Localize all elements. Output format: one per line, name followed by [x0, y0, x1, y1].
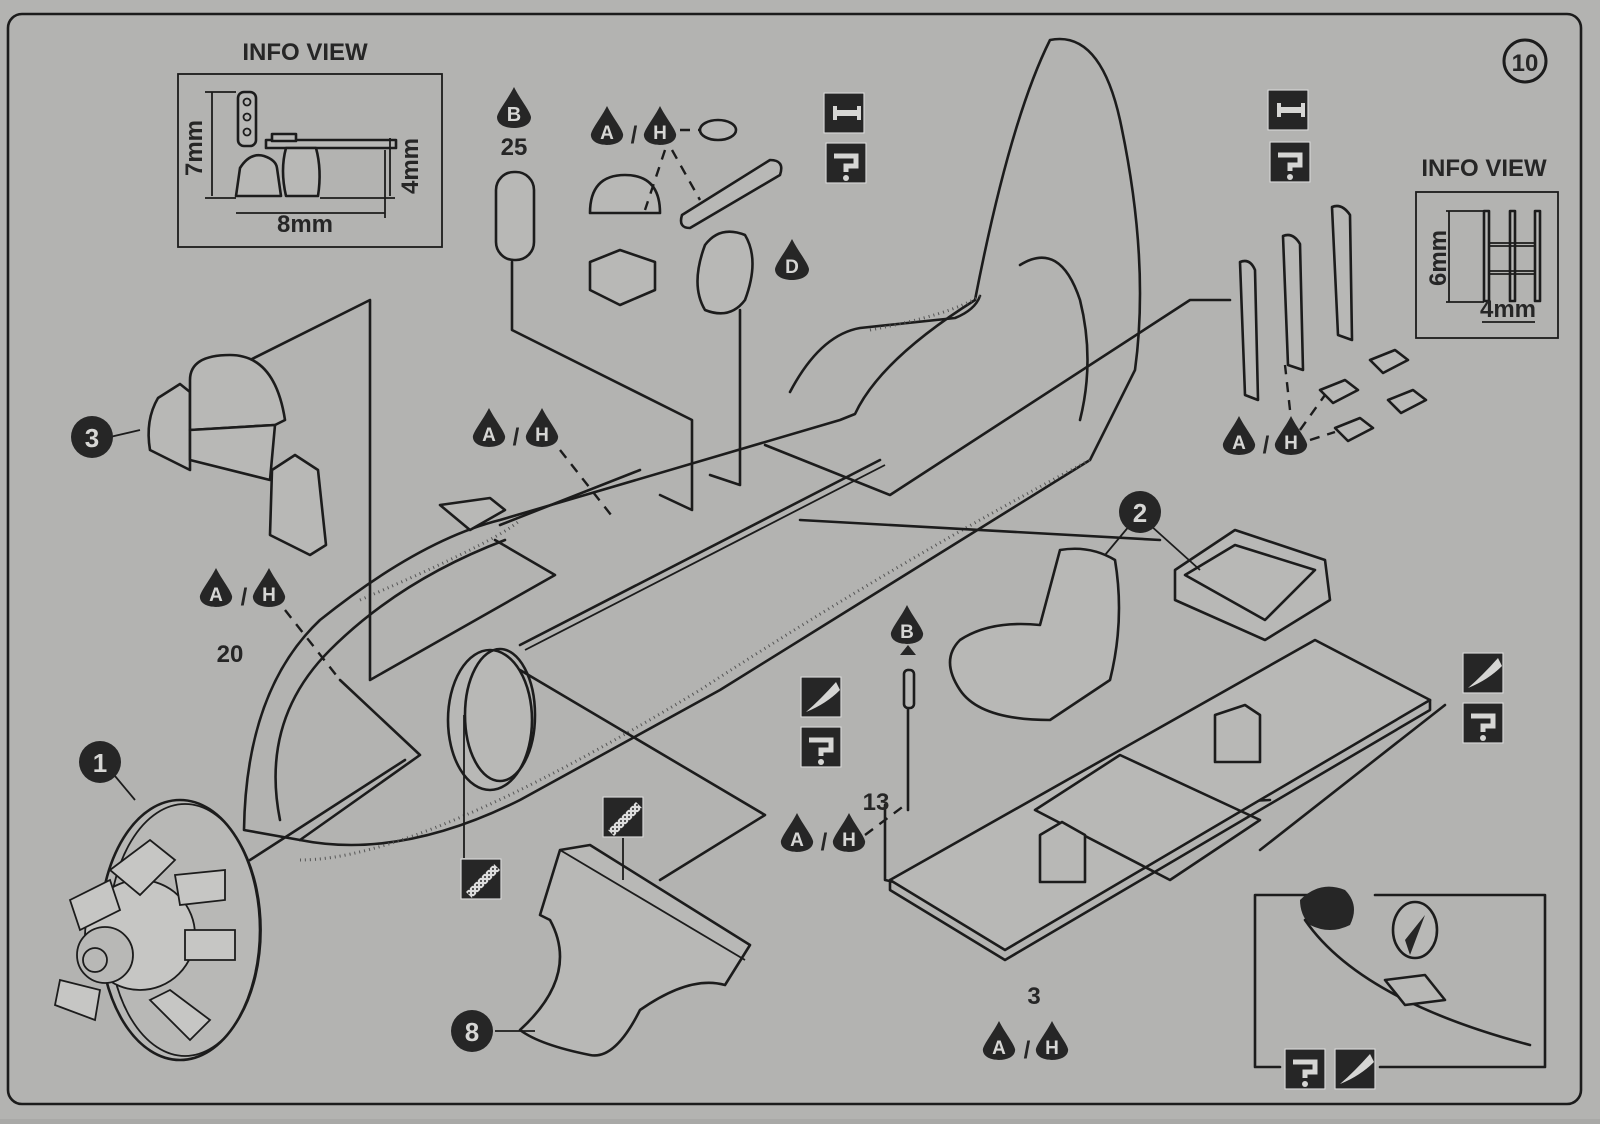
- step-number-badge: 10: [1502, 38, 1548, 84]
- callout-3: 3: [71, 416, 141, 458]
- marker-letter: A: [209, 585, 223, 606]
- hobby-knife-icon: [800, 676, 842, 718]
- sanding-block-icon: [1267, 89, 1309, 131]
- marker-letter: A: [992, 1038, 1006, 1059]
- marker-separator: /: [631, 122, 638, 149]
- step-number: 10: [1512, 50, 1539, 77]
- marker-letter: A: [1232, 433, 1246, 454]
- info-view-1: INFO VIEW 7mm 4mm 8mm: [177, 39, 443, 248]
- marker-letter: H: [262, 585, 276, 606]
- detail-inset: [1253, 886, 1547, 1069]
- info-view-title: INFO VIEW: [242, 39, 368, 66]
- glue-question-icon: [1269, 141, 1311, 183]
- cockpit-floor: [888, 638, 1432, 962]
- small-parts-top: [494, 118, 1428, 443]
- seat-parts: [900, 528, 1332, 884]
- marker-letter: H: [1284, 433, 1298, 454]
- part-number: 25: [501, 134, 528, 161]
- marker-separator: /: [1024, 1037, 1031, 1064]
- callout-label: 3: [85, 423, 99, 453]
- callout-8: 8: [451, 1010, 535, 1052]
- marker-separator: /: [513, 424, 520, 451]
- dimension-7mm: 7mm: [181, 120, 208, 176]
- marker-separator: /: [1263, 432, 1270, 459]
- photo-etch-icon: [602, 796, 644, 880]
- part-number: 20: [217, 641, 244, 668]
- part-number: 3: [1027, 983, 1040, 1010]
- marker-d: D: [775, 239, 809, 280]
- marker-a-h-right: A / H: [1222, 364, 1336, 459]
- marker-separator: /: [241, 584, 248, 611]
- marker-letter: B: [900, 622, 914, 643]
- marker-letter: H: [535, 425, 549, 446]
- marker-a-h-mid: A / H: [472, 408, 616, 521]
- marker-a-h-top: A / H: [590, 106, 702, 211]
- instrument-panel-part: [147, 353, 328, 557]
- marker-separator: /: [821, 829, 828, 856]
- marker-b-rod: B: [890, 605, 924, 644]
- marker-a-h-3: 3 A / H: [982, 983, 1069, 1064]
- dimension-4mm: 4mm: [1480, 296, 1536, 323]
- dimension-6mm: 6mm: [1425, 230, 1452, 286]
- glue-question-icon: [800, 726, 842, 768]
- callout-label: 8: [465, 1017, 479, 1047]
- marker-letter: A: [790, 830, 804, 851]
- callout-2: 2: [1104, 491, 1201, 571]
- cowling-part: [518, 843, 752, 1057]
- marker-letter: H: [1045, 1038, 1059, 1059]
- marker-letter: B: [507, 104, 521, 126]
- hobby-knife-icon: [1334, 1048, 1376, 1090]
- callout-1: 1: [79, 741, 136, 801]
- glue-question-icon: [1284, 1048, 1326, 1090]
- callout-label: 2: [1133, 498, 1147, 528]
- info-view-title: INFO VIEW: [1421, 155, 1547, 182]
- marker-letter: A: [600, 123, 614, 144]
- marker-b-25: B 25: [497, 87, 531, 161]
- marker-letter: D: [785, 257, 799, 278]
- hobby-knife-icon: [1462, 652, 1504, 694]
- dimension-8mm: 8mm: [277, 211, 333, 238]
- photo-etch-icon: [460, 715, 502, 900]
- bulkhead-ring: [446, 647, 537, 792]
- fuselage-half: [242, 37, 1142, 862]
- part-number: 13: [863, 789, 890, 816]
- sanding-block-icon: [823, 92, 865, 134]
- marker-letter: A: [482, 425, 496, 446]
- glue-question-icon: [1462, 702, 1504, 744]
- dimension-4mm: 4mm: [397, 138, 424, 194]
- marker-a-h-13: 13 A / H: [780, 789, 906, 856]
- radial-engine-part: [53, 798, 262, 1062]
- info-view-2: INFO VIEW 6mm 4mm: [1415, 155, 1559, 339]
- marker-letter: H: [842, 830, 856, 851]
- callout-label: 1: [93, 748, 107, 778]
- glue-question-icon: [825, 142, 867, 184]
- page-border: [6, 12, 1583, 1106]
- marker-a-h-20: A / H 20: [199, 568, 341, 681]
- marker-letter: H: [653, 123, 667, 144]
